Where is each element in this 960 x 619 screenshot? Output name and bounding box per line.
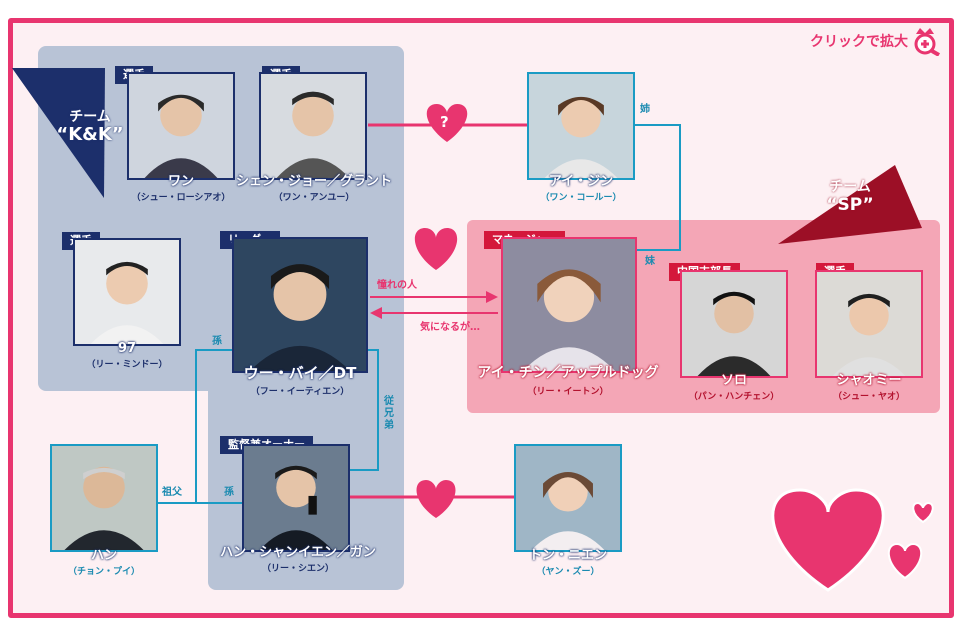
rel-curious: 気になるが… [420, 322, 480, 333]
aichin-photo[interactable] [501, 237, 637, 373]
team-sp-flag [778, 165, 922, 244]
solo-name: ソロ [720, 373, 748, 388]
team-sp-label: チーム “SP” [805, 178, 895, 214]
wan-name: ワン [167, 174, 195, 189]
person-silhouette-icon [244, 446, 348, 550]
wu-photo[interactable] [232, 237, 368, 373]
wan-photo[interactable] [127, 72, 235, 180]
p97-actor: （リー・ミンドー） [86, 360, 168, 370]
zoom-badge[interactable]: クリックで拡大 [810, 26, 942, 56]
zoom-label: クリックで拡大 [810, 34, 908, 50]
person-silhouette-icon [516, 446, 620, 550]
ton-name: トン・ニエン [528, 548, 608, 563]
team-sp-line1: チーム [829, 179, 871, 195]
shaomi-photo[interactable] [815, 270, 923, 378]
wu-actor: （フー・イーティエン） [250, 387, 350, 397]
person-silhouette-icon [817, 272, 921, 376]
team-kk-flag [12, 68, 105, 198]
person-silhouette-icon [52, 446, 156, 550]
shaomi-name: シャオミー [836, 373, 902, 388]
shen-name: シェン・ジョー／グラント [235, 174, 393, 189]
aichin-name: アイ・チン／アップルドッグ [477, 365, 659, 381]
han-x-name: ハン・シャンイエン／ガン [220, 545, 376, 560]
person-silhouette-icon [503, 239, 635, 371]
ton-photo[interactable] [514, 444, 622, 552]
solo-photo[interactable] [680, 270, 788, 378]
aichin-actor: （リー・イートン） [527, 387, 609, 397]
han-name: ハン [90, 548, 118, 563]
rel-admire: 憧れの人 [377, 280, 417, 291]
zoom-magnifier-icon [914, 28, 940, 56]
rel-grandfather: 祖父 [162, 487, 182, 498]
aijin-name: アイ・ジン [548, 174, 614, 189]
question-mark: ? [440, 113, 449, 131]
team-sp-line2: “SP” [826, 195, 874, 215]
team-kk-line1: チーム [69, 109, 111, 125]
wan-actor: （シュー・ローシアオ） [131, 193, 231, 203]
wu-name: ウー・バイ／DT [243, 364, 357, 382]
han-x-actor: （リー・シエン） [261, 564, 335, 574]
p97-name: 97 [117, 341, 137, 356]
team-kk-line2: “K&K” [56, 124, 124, 145]
rel-grandson-1: 孫 [212, 336, 222, 347]
shen-photo[interactable] [259, 72, 367, 180]
person-silhouette-icon [682, 272, 786, 376]
han-actor: （チョン・プイ） [67, 567, 141, 577]
han-photo[interactable] [50, 444, 158, 552]
rel-younger-sister: 妹 [645, 256, 655, 267]
person-silhouette-icon [529, 74, 633, 178]
person-silhouette-icon [129, 74, 233, 178]
team-kk-label: チーム “K&K” [40, 108, 140, 144]
rel-older-sister: 姉 [640, 104, 650, 115]
shaomi-actor: （シュー・ヤオ） [832, 392, 906, 402]
shen-actor: （ワン・アンユー） [273, 193, 355, 203]
person-silhouette-icon [234, 239, 366, 371]
han-x-photo[interactable] [242, 444, 350, 552]
person-silhouette-icon [261, 74, 365, 178]
ton-actor: （ヤン・ズー） [536, 567, 600, 577]
aijin-photo[interactable] [527, 72, 635, 180]
rel-grandson-2: 孫 [224, 487, 234, 498]
rel-cousin: 従兄弟 [384, 396, 394, 431]
solo-actor: （パン・ハンチェン） [688, 392, 780, 402]
p97-photo[interactable] [73, 238, 181, 346]
aijin-actor: （ワン・コールー） [540, 193, 622, 203]
person-silhouette-icon [75, 240, 179, 344]
